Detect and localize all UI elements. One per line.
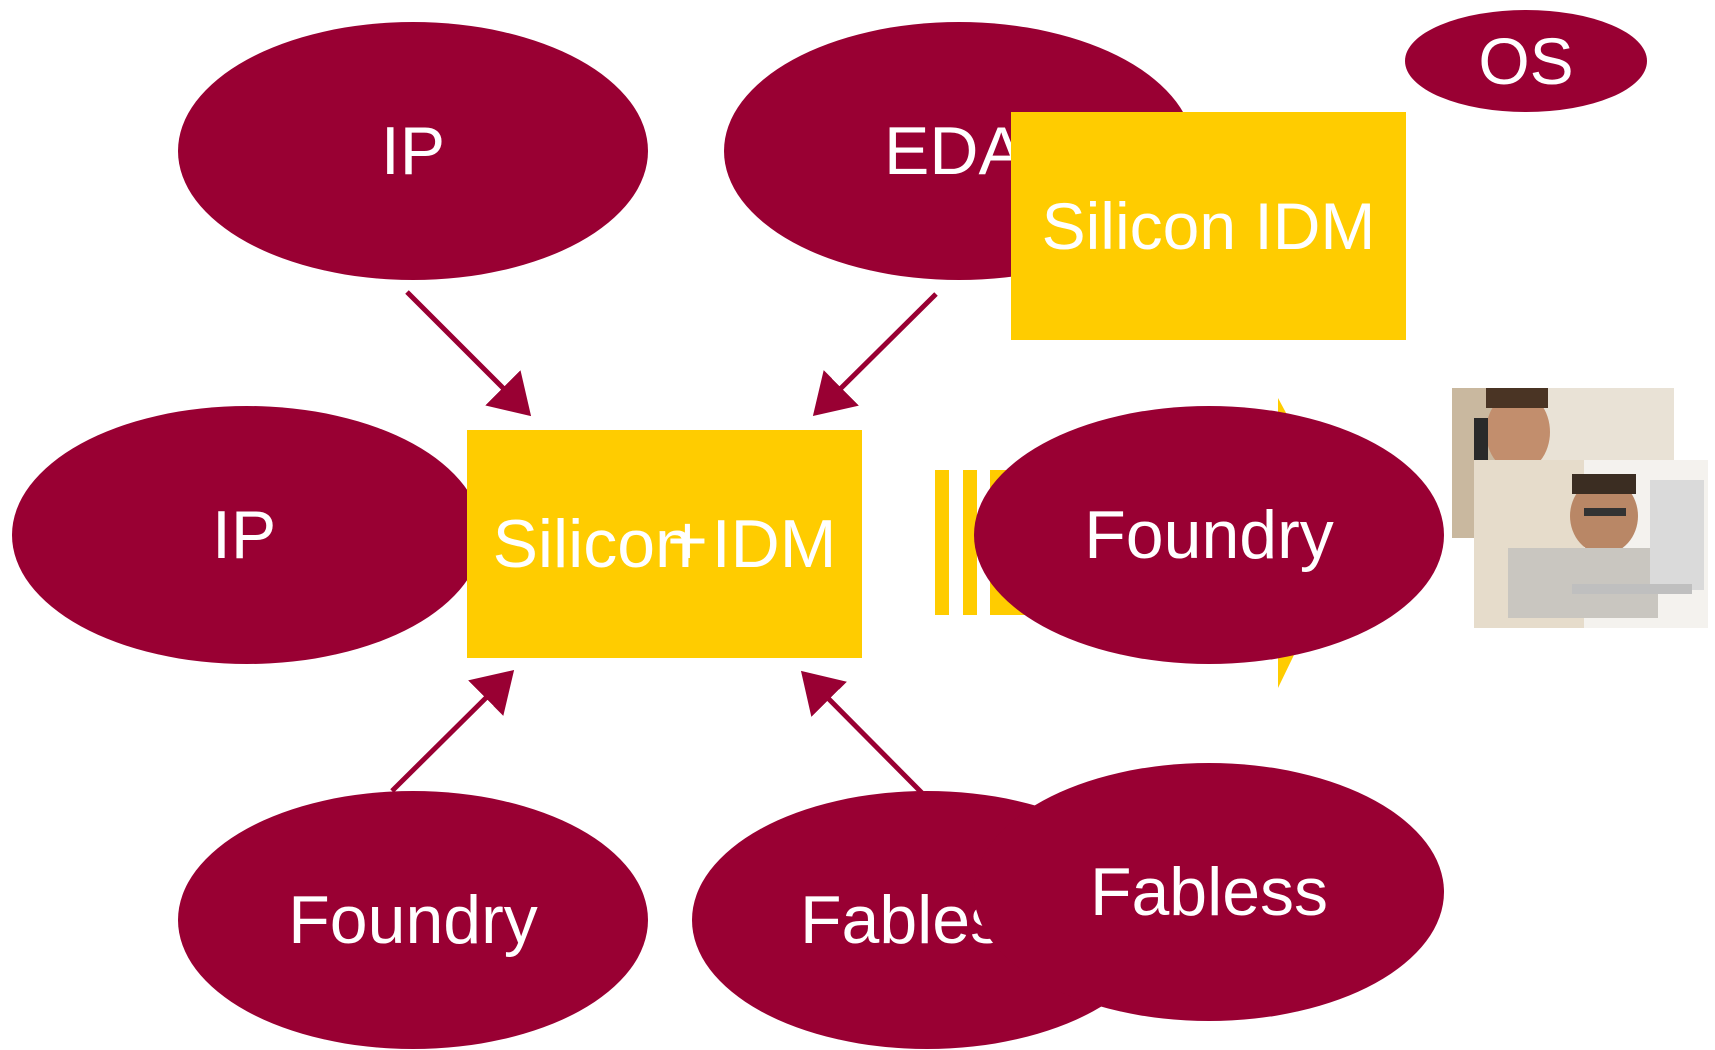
foundry-bottom-label: Foundry — [288, 882, 538, 958]
arrow-eda-to-center — [812, 292, 938, 417]
fabless-right-label: Fabless — [1089, 854, 1329, 930]
ip-top-oval: IP — [178, 22, 648, 280]
eda-label: EDA — [884, 113, 1024, 189]
ip-top-label: IP — [380, 113, 446, 189]
arrow-fabless-to-center — [800, 670, 924, 795]
arrow-ip-to-center — [405, 290, 532, 417]
fabless-right-oval: Fabless — [974, 763, 1444, 1021]
silicon-idm-top-box: Silicon IDM — [1011, 112, 1406, 340]
os-oval: OS — [1405, 10, 1647, 112]
people-photo-icon — [1452, 388, 1708, 628]
os-label: OS — [1478, 24, 1574, 98]
people-photo-graphic — [1452, 388, 1708, 628]
foundry-right-label: Foundry — [1084, 497, 1334, 573]
silicon-idm-center-label: Silicon IDM — [492, 506, 837, 582]
foundry-right-oval: Foundry — [974, 406, 1444, 664]
silicon-idm-top-label: Silicon IDM — [1041, 189, 1376, 263]
foundry-bottom-oval: Foundry — [178, 791, 648, 1049]
center-plus-sign: + — [667, 501, 708, 579]
arrow-foundry-to-center — [390, 669, 515, 793]
ip-left-oval: IP — [12, 406, 482, 664]
ip-left-label: IP — [212, 497, 277, 573]
silicon-idm-center-box: Silicon IDM — [467, 430, 862, 658]
